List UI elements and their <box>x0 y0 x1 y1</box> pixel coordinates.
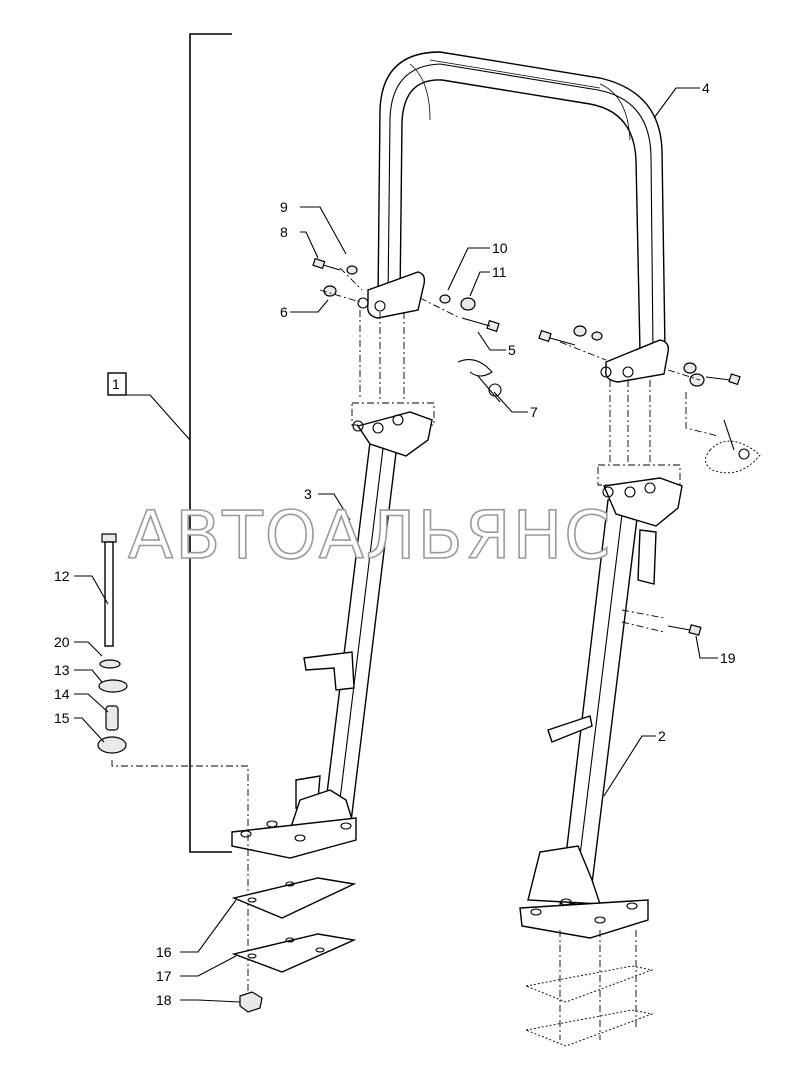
callout-17: 17 <box>156 968 172 984</box>
right-leg <box>519 477 702 939</box>
left-leg <box>231 411 433 859</box>
right-base-plates <box>524 930 654 1047</box>
upper-right-hardware <box>538 325 741 387</box>
group-bracket: 1 <box>107 33 232 853</box>
base-plates <box>231 877 357 1013</box>
callout-5: 5 <box>508 342 516 358</box>
watermark: АВТОАЛЬЯНС <box>128 497 612 574</box>
callout-16: 16 <box>156 944 172 960</box>
rollbar-top-loop <box>357 51 670 383</box>
callout-6: 6 <box>280 304 288 320</box>
callout-10: 10 <box>492 240 508 256</box>
leader-lines <box>74 87 718 1003</box>
callout-2: 2 <box>658 728 666 744</box>
callout-12: 12 <box>54 568 70 584</box>
callout-9: 9 <box>280 199 288 215</box>
lock-pin <box>457 359 761 474</box>
callout-15: 15 <box>54 710 70 726</box>
callout-11: 11 <box>492 264 507 280</box>
callout-14: 14 <box>54 686 70 702</box>
callout-7: 7 <box>530 404 538 420</box>
callout-18: 18 <box>156 992 172 1008</box>
callout-8: 8 <box>280 224 288 240</box>
group-label: 1 <box>112 376 120 392</box>
callout-13: 13 <box>54 662 70 678</box>
callout-4: 4 <box>702 80 710 96</box>
upper-left-hardware <box>312 257 500 333</box>
group-label-box <box>107 372 127 396</box>
callout-labels: 4 9 8 6 10 11 5 7 3 12 20 13 14 15 19 2 … <box>54 80 736 1008</box>
bolt-stack <box>97 533 249 1000</box>
callout-19: 19 <box>720 650 736 666</box>
callout-20: 20 <box>54 634 70 650</box>
callout-3: 3 <box>304 486 312 502</box>
